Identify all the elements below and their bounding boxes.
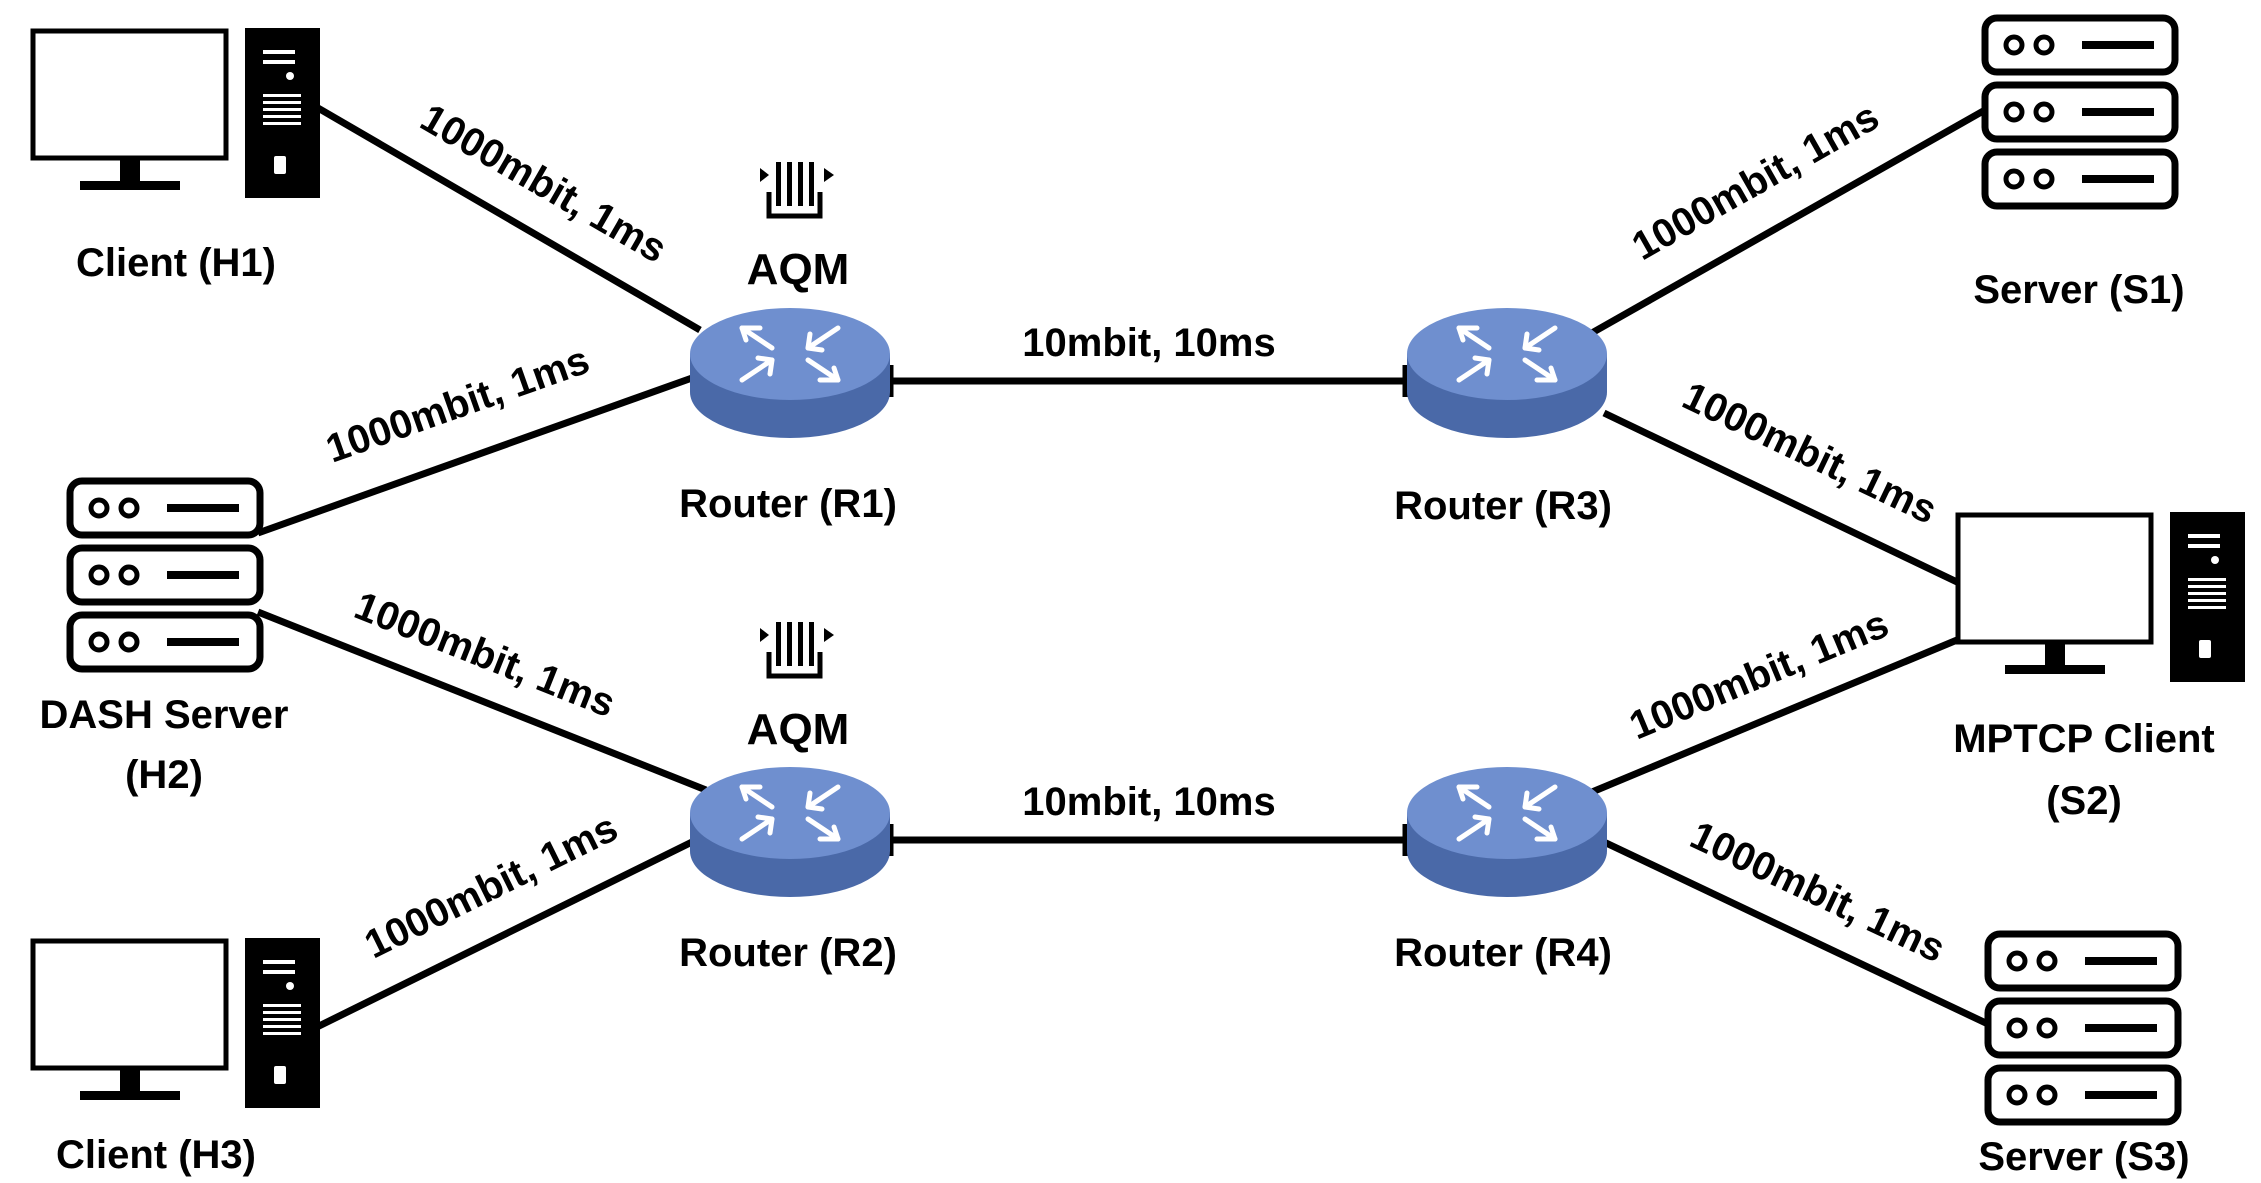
node-label-h3: Client (H3) <box>56 1133 256 1177</box>
router-icon <box>1407 767 1607 897</box>
node-label-h2-line2: (H2) <box>125 753 203 797</box>
node-label-h2-line1: DASH Server <box>39 693 288 737</box>
link-label-r4-s2: 1000mbit, 1ms <box>1623 602 1894 749</box>
node-s3: Server (S3) <box>1978 934 2190 1179</box>
node-label-h1: Client (H1) <box>76 241 276 285</box>
node-h1: Client (H1) <box>33 28 320 285</box>
router-icon <box>1407 308 1607 438</box>
node-label-s3: Server (S3) <box>1978 1135 2189 1179</box>
link-h2-r1 <box>256 374 694 537</box>
node-label-s2-line2: (S2) <box>2046 779 2122 823</box>
server-rack-icon <box>1985 18 2175 206</box>
link-label-r2-r4: 10mbit, 10ms <box>1022 780 1275 824</box>
node-r4: Router (R4) <box>1394 767 1612 975</box>
link-label-r1-r3: 10mbit, 10ms <box>1022 321 1275 365</box>
node-s2: MPTCP Client (S2) <box>1953 512 2245 823</box>
node-label-r4: Router (R4) <box>1394 931 1612 975</box>
node-h2: DASH Server (H2) <box>39 481 289 797</box>
desktop-computer-icon <box>1958 512 2245 682</box>
server-rack-icon <box>1988 934 2178 1122</box>
link-r3-s1 <box>1588 106 1987 338</box>
node-label-s1: Server (S1) <box>1973 268 2184 312</box>
link-h2-r2 <box>256 608 708 794</box>
node-label-r3: Router (R3) <box>1394 484 1612 528</box>
link-r4-s3 <box>1602 838 1992 1029</box>
router-icon <box>690 308 890 438</box>
queue-icon <box>760 162 834 216</box>
aqm-r1: AQM <box>747 162 850 294</box>
queue-icon <box>760 622 834 676</box>
link-label-r4-s3: 1000mbit, 1ms <box>1684 813 1952 971</box>
aqm-label-r1: AQM <box>747 245 850 294</box>
link-h1-r1 <box>316 104 702 334</box>
link-r4-s2 <box>1590 636 1959 796</box>
link-label-h2-r1: 1000mbit, 1ms <box>320 338 595 472</box>
node-r2: Router (R2) <box>679 767 897 975</box>
node-label-r2: Router (R2) <box>679 931 897 975</box>
aqm-r2: AQM <box>747 622 850 754</box>
node-label-r1: Router (R1) <box>679 482 897 526</box>
aqm-label-r2: AQM <box>747 705 850 754</box>
node-label-s2-line1: MPTCP Client <box>1953 717 2215 761</box>
desktop-computer-icon <box>33 938 320 1108</box>
server-rack-icon <box>70 481 260 669</box>
router-icon <box>690 767 890 897</box>
link-r3-s2 <box>1602 409 1959 586</box>
node-r1: Router (R1) <box>679 308 897 526</box>
node-r3: Router (R3) <box>1394 308 1612 528</box>
link-h3-r2 <box>313 838 694 1032</box>
node-s1: Server (S1) <box>1973 18 2185 312</box>
desktop-computer-icon <box>33 28 320 198</box>
node-h3: Client (H3) <box>33 938 320 1177</box>
